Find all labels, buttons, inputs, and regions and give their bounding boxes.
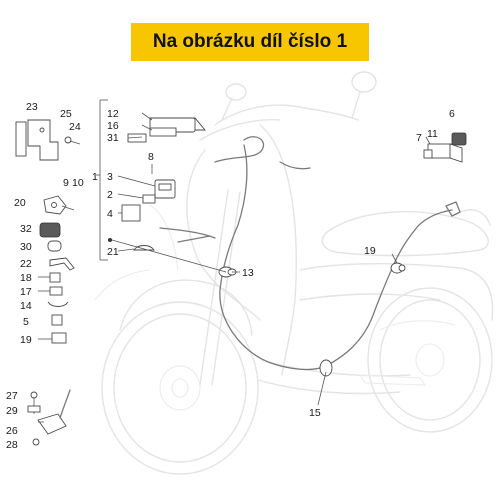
callout-12: 12	[107, 108, 119, 120]
callout-14: 14	[20, 300, 32, 312]
group-bracket	[96, 99, 108, 261]
callout-16: 16	[107, 120, 119, 132]
part-module-4	[121, 204, 141, 222]
callout-9: 9	[63, 177, 69, 189]
callout-19-left: 19	[20, 334, 32, 346]
part-connector-30	[47, 240, 62, 252]
wiring-harness	[159, 136, 461, 371]
callout-31: 31	[107, 132, 119, 144]
part-clip-5	[51, 314, 63, 326]
callout-29: 29	[6, 405, 18, 417]
part-cap-31	[127, 133, 147, 143]
title-banner: Na obrázku díl číslo 1	[131, 23, 369, 61]
callout-4: 4	[107, 208, 113, 220]
callout-28: 28	[6, 439, 18, 451]
part-plate-20	[43, 195, 75, 215]
callout-7: 7	[416, 132, 422, 144]
callout-17: 17	[20, 286, 32, 298]
banner-title: Na obrázku díl číslo 1	[152, 31, 348, 52]
callout-24: 24	[69, 121, 81, 133]
callout-11: 11	[427, 128, 438, 140]
part-relay-32	[39, 222, 61, 238]
part-plug-2	[142, 194, 156, 204]
callout-25: 25	[60, 108, 72, 120]
part-cover-16	[149, 127, 177, 137]
part-fuse-18	[49, 272, 61, 283]
callout-22: 22	[20, 258, 32, 270]
callout-26: 26	[6, 425, 18, 437]
callout-2: 2	[107, 189, 113, 201]
part-screw-25-24	[64, 136, 81, 145]
part-relay-6	[451, 132, 467, 146]
part-control-unit-3	[154, 179, 176, 199]
callout-23: 23	[26, 101, 38, 113]
callout-6: 6	[449, 108, 455, 120]
callout-numbers: 23 25 24 9 10 20 32 30 22 18 17 14 5 19 …	[6, 101, 455, 451]
callout-10: 10	[72, 177, 84, 189]
scooter-outline	[94, 71, 494, 475]
callout-19-right: 19	[364, 245, 376, 257]
part-bracket-7-11	[423, 143, 463, 163]
group-marker-dot	[108, 238, 112, 242]
callout-1: 1	[92, 171, 98, 183]
harness-clip-19	[390, 262, 406, 274]
callout-30: 30	[20, 241, 32, 253]
callout-21: 21	[107, 246, 119, 258]
callout-27: 27	[6, 390, 18, 402]
harness-clip-15	[319, 359, 333, 377]
callout-32: 32	[20, 223, 32, 235]
part-clamp-14	[47, 301, 69, 307]
part-grommet-19	[51, 332, 67, 344]
part-bracket-23	[15, 119, 59, 161]
part-tie-21	[133, 245, 155, 251]
callout-15: 15	[309, 407, 321, 419]
leader-lines	[38, 112, 431, 423]
antenna-assembly	[27, 389, 71, 446]
part-fuse-17	[49, 286, 63, 296]
callout-18: 18	[20, 272, 32, 284]
part-pipe-22	[49, 257, 75, 271]
callout-13: 13	[242, 267, 254, 279]
callout-3: 3	[107, 171, 113, 183]
callout-20: 20	[14, 197, 26, 209]
callout-5: 5	[23, 316, 29, 328]
callout-8: 8	[148, 151, 154, 163]
